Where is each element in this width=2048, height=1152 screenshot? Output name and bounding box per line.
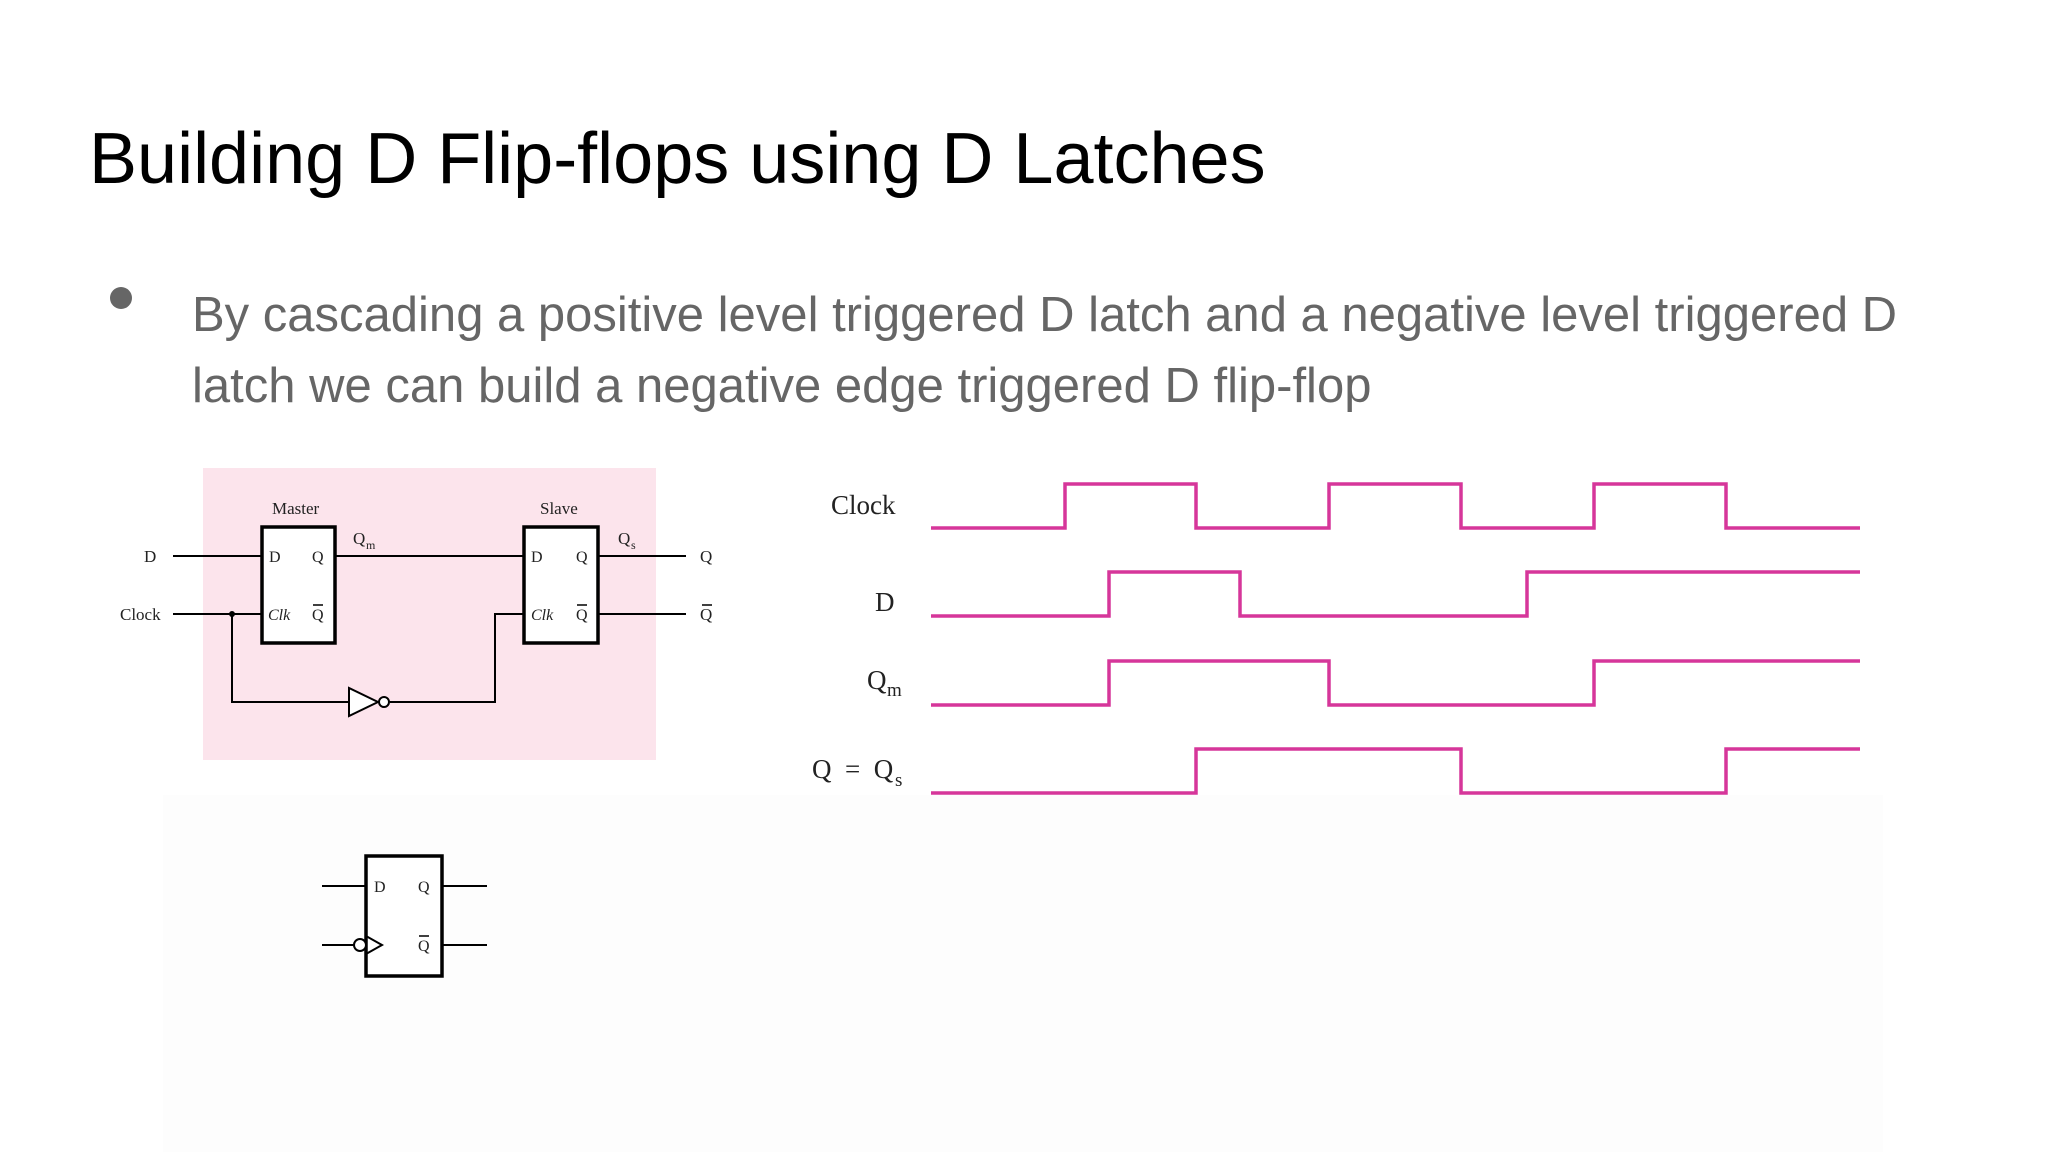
q-signal-label: Q = Q xyxy=(812,754,894,784)
qm-label: Q xyxy=(353,529,365,548)
qm-signal-label: Q xyxy=(867,665,887,695)
inverter-triangle xyxy=(348,686,381,718)
slide-title: Building D Flip-flops using D Latches xyxy=(89,119,1266,199)
bullet-dot xyxy=(110,287,132,309)
qm-label-sub: m xyxy=(366,538,376,552)
slave-pin-q: Q xyxy=(576,549,588,566)
inverter-bubble xyxy=(378,696,390,708)
symbol-pin-q: Q xyxy=(418,879,430,896)
symbol-clock-bubble xyxy=(353,938,367,952)
clock-waveform xyxy=(931,482,1860,530)
clock-signal-label: Clock xyxy=(831,490,896,520)
qs-label: Q xyxy=(618,529,630,548)
master-pin-qbar: Q xyxy=(312,607,324,624)
slave-latch-box xyxy=(522,525,600,645)
slave-pin-clk: Clk xyxy=(531,607,554,624)
symbol-clock-triangle xyxy=(365,935,385,955)
junction-dot xyxy=(229,611,235,617)
master-pin-clk: Clk xyxy=(268,607,291,624)
inverted-clock-wire xyxy=(390,613,524,703)
symbol-box xyxy=(364,854,444,978)
master-pin-d: D xyxy=(269,549,281,566)
q-output-label: Q xyxy=(700,547,712,566)
figure-background xyxy=(163,795,1883,1152)
qbar-output-label: Q xyxy=(700,605,712,624)
slave-pin-qbar: Q xyxy=(576,607,588,624)
bullet-text: By cascading a positive level triggered … xyxy=(192,288,1898,413)
qm-signal-label-sub: m xyxy=(887,680,902,701)
d-waveform xyxy=(931,570,1860,618)
slave-pin-d: D xyxy=(531,549,543,566)
qm-waveform xyxy=(931,659,1860,707)
master-label: Master xyxy=(272,499,320,518)
master-pin-q: Q xyxy=(312,549,324,566)
q-waveform xyxy=(931,747,1860,795)
d-signal-label: D xyxy=(875,587,895,617)
q-signal-label-sub: s xyxy=(895,770,902,791)
slave-label: Slave xyxy=(540,499,578,518)
qs-label-sub: s xyxy=(631,538,636,552)
d-input-label: D xyxy=(144,547,156,566)
clock-branch-wire xyxy=(231,614,348,703)
symbol-pin-qbar: Q xyxy=(418,938,430,955)
symbol-pin-d: D xyxy=(374,879,386,896)
clock-input-label: Clock xyxy=(120,605,161,624)
master-latch-box xyxy=(260,525,337,645)
